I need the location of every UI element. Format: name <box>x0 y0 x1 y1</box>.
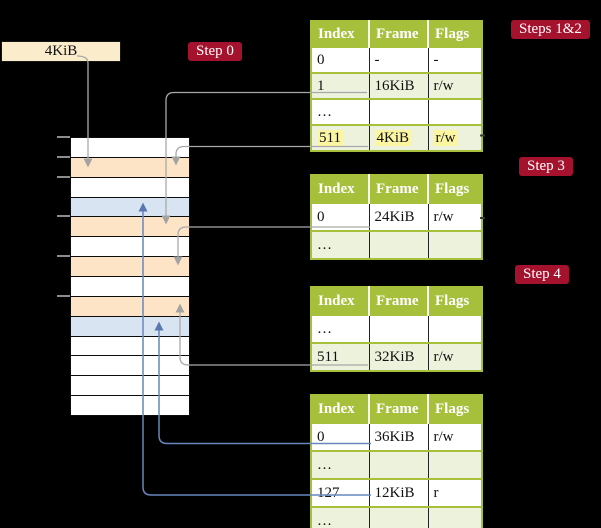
pt-cell: r <box>428 479 482 507</box>
pt-cell: 4KiB <box>369 125 429 151</box>
memory-row-white <box>71 356 189 377</box>
pt-column-header: Index <box>311 395 370 423</box>
pt-cell: 12KiB <box>369 479 429 507</box>
pt-column-header: Flags <box>428 175 482 203</box>
pt-cell <box>428 507 482 528</box>
pt-cell: 0 <box>311 203 370 231</box>
pt-cell <box>428 315 482 343</box>
pt-row: … <box>311 507 482 528</box>
pt-cell: 1 <box>311 73 370 99</box>
pt-column-header: Index <box>311 21 370 47</box>
pt-column-header: Frame <box>369 175 429 203</box>
pt-row: … <box>311 99 482 125</box>
pt-column-header: Flags <box>428 395 482 423</box>
pt-column-header: Index <box>311 287 370 315</box>
pt-cell <box>428 99 482 125</box>
step-4-label: Step 4 <box>515 265 569 284</box>
pt-cell: r/w <box>428 73 482 99</box>
pt-cell: r/w <box>428 125 482 151</box>
pt-cell <box>369 231 429 259</box>
memory-row-peach <box>71 217 189 238</box>
pt-cell: - <box>369 47 429 73</box>
step-0-label: Step 0 <box>188 42 242 61</box>
pt-cell: 127 <box>311 479 370 507</box>
pt-cell <box>428 231 482 259</box>
memory-row-white <box>71 376 189 397</box>
address-tick <box>57 215 70 217</box>
pt-column-header: Frame <box>369 21 429 47</box>
pt-cell <box>369 99 429 125</box>
pt-cell: … <box>311 315 370 343</box>
pt-cell: 0 <box>311 47 370 73</box>
pt-cell: 16KiB <box>369 73 429 99</box>
pt-cell: 24KiB <box>369 203 429 231</box>
highlighted-value: r/w <box>433 129 458 146</box>
pt-cell: r/w <box>428 203 482 231</box>
memory-row-peach <box>71 257 189 278</box>
pt-cell <box>369 507 429 528</box>
memory-row-peach <box>71 157 189 178</box>
memory-row-white <box>71 336 189 357</box>
highlighted-value: 511 <box>317 129 343 146</box>
pt-row: 0-- <box>311 47 482 73</box>
steps-1-2-label: Steps 1&2 <box>511 20 590 39</box>
address-tick <box>57 255 70 257</box>
address-tick <box>57 136 70 138</box>
pt-cell <box>369 451 429 479</box>
pt-row: 511 4KiB r/w <box>311 125 482 151</box>
memory-row-white <box>71 396 189 416</box>
memory-row-blue <box>71 197 189 218</box>
memory-row-blue <box>71 316 189 337</box>
pt-cell <box>428 451 482 479</box>
memory-row-peach <box>71 296 189 317</box>
pt-cell: - <box>428 47 482 73</box>
step-3-label: Step 3 <box>519 157 573 176</box>
highlighted-value: 4KiB <box>374 129 412 146</box>
pt-row: … <box>311 451 482 479</box>
pt-row: … <box>311 231 482 259</box>
pt-row: … <box>311 315 482 343</box>
pt-cell <box>369 315 429 343</box>
pt-column-header: Flags <box>428 21 482 47</box>
memory-row-white <box>71 138 189 158</box>
pt-column-header: Frame <box>369 287 429 315</box>
pt-column-header: Index <box>311 175 370 203</box>
memory-row-white <box>71 237 189 258</box>
pt-cell: r/w <box>428 343 482 371</box>
pt-cell: … <box>311 99 370 125</box>
pt-cell: … <box>311 507 370 528</box>
pt-column-header: Frame <box>369 395 429 423</box>
pt-column-header: Flags <box>428 287 482 315</box>
pt-cell: 0 <box>311 423 370 451</box>
pt-cell: 32KiB <box>369 343 429 371</box>
memory-row-white <box>71 177 189 198</box>
root-pointer-box: 4KiB <box>1 41 121 62</box>
address-tick <box>57 156 70 158</box>
pt-cell: … <box>311 231 370 259</box>
pt-cell: … <box>311 451 370 479</box>
pt-cell: 36KiB <box>369 423 429 451</box>
pt-cell: 511 <box>311 125 370 151</box>
address-tick <box>57 295 70 297</box>
pt-cell: r/w <box>428 423 482 451</box>
physical-memory-stack <box>70 137 190 416</box>
pt-cell: 511 <box>311 343 370 371</box>
address-tick <box>57 176 70 178</box>
memory-row-white <box>71 277 189 297</box>
